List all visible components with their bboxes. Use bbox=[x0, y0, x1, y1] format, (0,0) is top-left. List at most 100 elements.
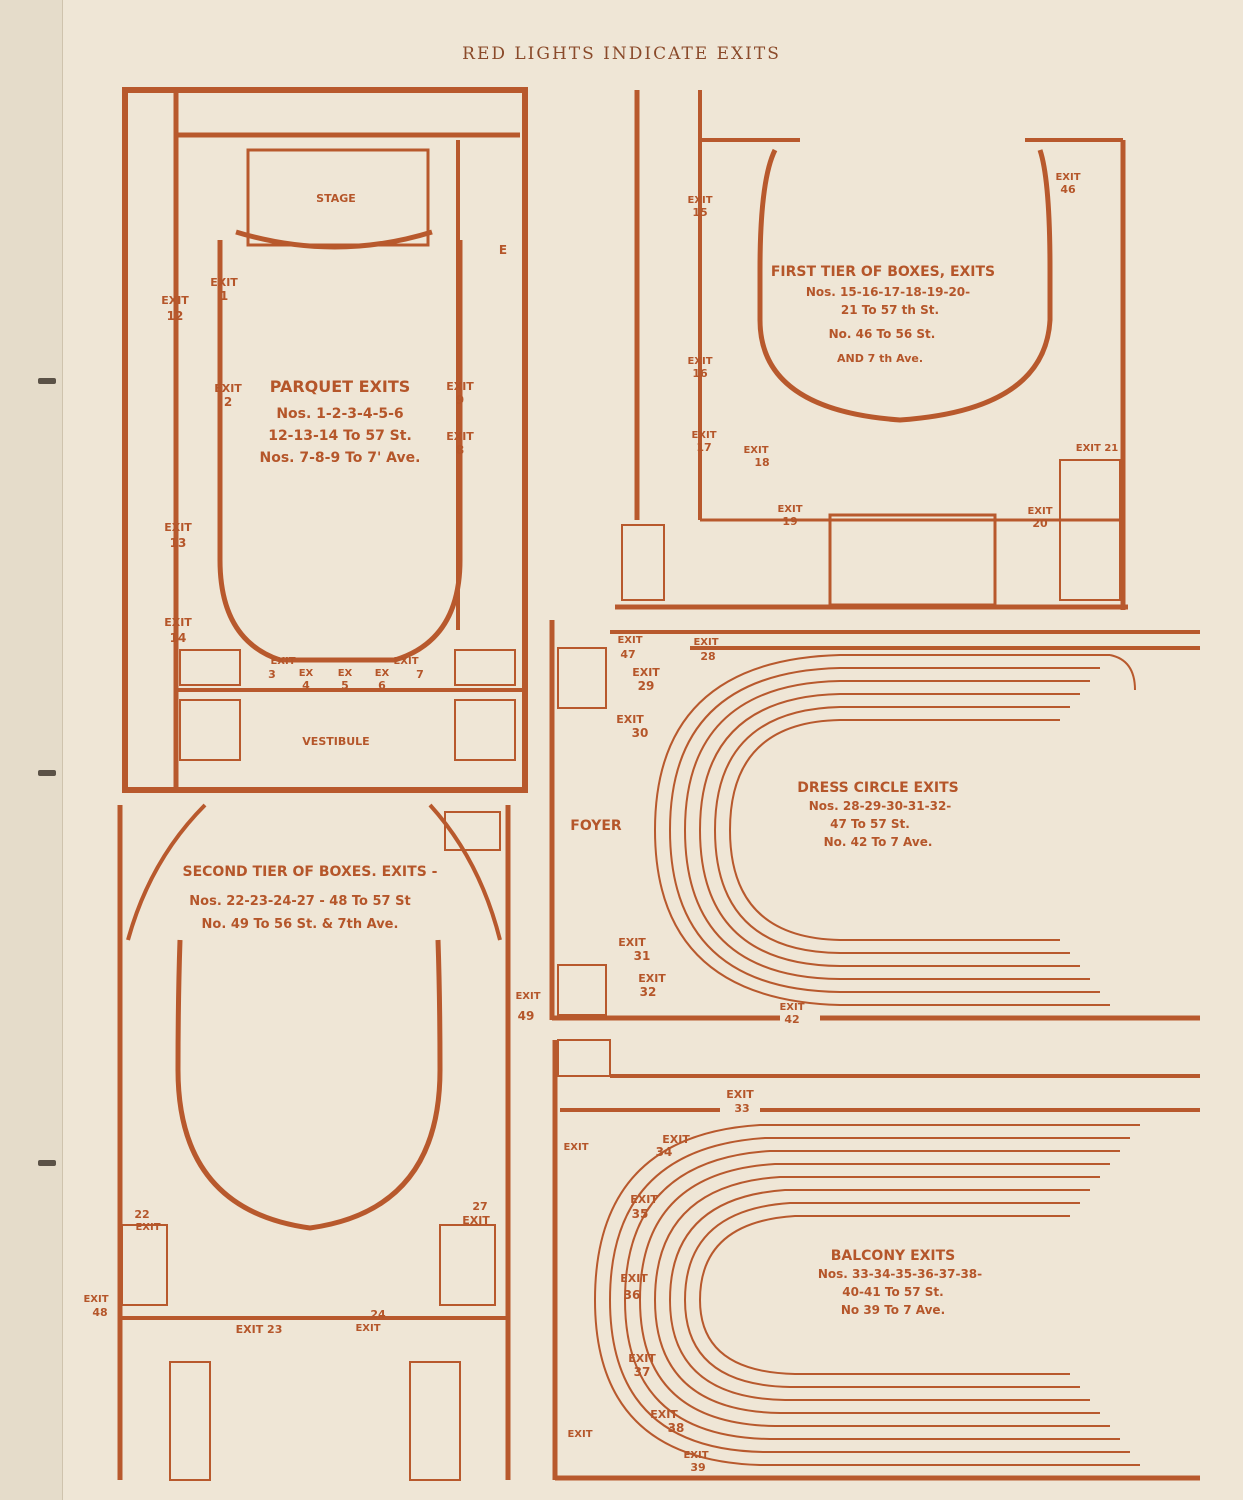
balcony-legend-line: 40-41 To 57 St. bbox=[842, 1285, 943, 1299]
exit-number: 6 bbox=[378, 679, 386, 692]
exit-number: 20 bbox=[1032, 517, 1048, 530]
exit-label: EXIT bbox=[683, 1450, 708, 1461]
balcony-tier-line bbox=[608, 1137, 1130, 1453]
exit-number: 5 bbox=[341, 679, 349, 692]
exit-label: EXIT bbox=[446, 380, 474, 393]
stair bbox=[557, 647, 607, 709]
dress-circle-tier-line bbox=[683, 680, 1090, 980]
balcony-legend-line: No 39 To 7 Ave. bbox=[841, 1303, 945, 1317]
exit-label: EXIT bbox=[616, 713, 644, 726]
stair bbox=[557, 964, 607, 1016]
exit-label: EXIT bbox=[693, 637, 718, 648]
exit-label: EXIT bbox=[620, 1272, 648, 1285]
exit-label: EXIT 21 bbox=[1076, 443, 1119, 454]
exit-number: 49 bbox=[518, 1009, 535, 1023]
vestibule-label: VESTIBULE bbox=[302, 735, 369, 748]
stair bbox=[1059, 459, 1121, 601]
exit-number: 15 bbox=[692, 206, 707, 219]
exit-label: EX bbox=[375, 668, 390, 679]
exit-label: EXIT bbox=[617, 635, 642, 646]
exit-label: EXIT bbox=[1027, 506, 1052, 517]
exit-number: 18 bbox=[754, 456, 769, 469]
exit-label: EXIT bbox=[462, 1214, 490, 1227]
stair bbox=[621, 524, 665, 601]
exit-number: 16 bbox=[692, 367, 708, 380]
exit-number: 1 bbox=[220, 289, 228, 303]
exit-number: 37 bbox=[634, 1365, 651, 1379]
second-tier-legend-line: No. 49 To 56 St. & 7th Ave. bbox=[202, 917, 399, 932]
balcony-tier-line bbox=[683, 1202, 1080, 1388]
exit-number: 46 bbox=[1060, 183, 1076, 196]
exit-number: 33 bbox=[734, 1102, 749, 1115]
exit-number: 4 bbox=[302, 679, 310, 692]
exit-number: 32 bbox=[640, 985, 657, 999]
balcony-tier-line bbox=[593, 1124, 1140, 1466]
dress-circle-legend-title: DRESS CIRCLE EXITS bbox=[797, 780, 958, 796]
exit-label: EXIT bbox=[726, 1088, 754, 1101]
balcony-plan: BALCONY EXITS Nos. 33-34-35-36-37-38- 40… bbox=[552, 1039, 1200, 1481]
exit-number: 39 bbox=[690, 1461, 705, 1474]
second-tier-legend-line: Nos. 22-23-24-27 - 48 To 57 St bbox=[189, 894, 410, 909]
stair bbox=[409, 1361, 461, 1481]
exit-label: EXIT bbox=[567, 1429, 592, 1440]
exit-label: EXIT bbox=[777, 504, 802, 515]
exit-number: 12 bbox=[167, 309, 184, 323]
exit-number: 17 bbox=[696, 441, 711, 454]
exit-label: EXIT bbox=[628, 1352, 656, 1365]
first-tier-foyer-block bbox=[828, 513, 997, 607]
parquet-legend-line: Nos. 1-2-3-4-5-6 bbox=[276, 406, 403, 422]
stair bbox=[439, 1224, 496, 1306]
exit-label: EXIT bbox=[632, 666, 660, 679]
balcony-tier-line bbox=[698, 1215, 1070, 1375]
second-tier-legend-title: SECOND TIER OF BOXES. EXITS - bbox=[183, 864, 438, 880]
exit-label: EXIT bbox=[563, 1142, 588, 1153]
exit-number: 27 bbox=[472, 1200, 487, 1213]
exit-label: EXIT 23 bbox=[236, 1323, 283, 1336]
exit-label: EXIT bbox=[214, 382, 242, 395]
exit-number: 38 bbox=[668, 1421, 685, 1435]
exit-number: 30 bbox=[632, 726, 649, 740]
exit-number: 14 bbox=[170, 631, 187, 645]
stair bbox=[444, 811, 501, 851]
balcony-legend-title: BALCONY EXITS bbox=[831, 1248, 956, 1264]
binding-staple bbox=[38, 378, 56, 384]
exit-number: 29 bbox=[638, 679, 655, 693]
balcony-tier-line bbox=[638, 1163, 1110, 1427]
exit-number: 7 bbox=[416, 668, 424, 681]
exit-number: 34 bbox=[656, 1145, 673, 1159]
second-tier-top-curves bbox=[126, 803, 502, 941]
exit-label: EXIT bbox=[650, 1408, 678, 1421]
parquet-legend-title: PARQUET EXITS bbox=[270, 377, 411, 396]
exit-number: 47 bbox=[620, 648, 635, 661]
exit-label: EXIT bbox=[355, 1323, 380, 1334]
binding-staple bbox=[38, 1160, 56, 1166]
balcony-legend-line: Nos. 33-34-35-36-37-38- bbox=[818, 1267, 982, 1281]
exit-label: EXIT bbox=[1055, 172, 1080, 183]
exit-number: 3 bbox=[268, 668, 276, 681]
exit-label: EXIT bbox=[638, 972, 666, 985]
first-tier-plan: FIRST TIER OF BOXES, EXITS Nos. 15-16-17… bbox=[615, 90, 1128, 610]
exit-label: EX bbox=[299, 668, 314, 679]
exit-label: EXIT bbox=[135, 1222, 160, 1233]
parquet-legend-line: 12-13-14 To 57 St. bbox=[268, 428, 412, 444]
dress-circle-tier-line bbox=[668, 667, 1100, 993]
exit-label: EXIT bbox=[164, 521, 192, 534]
exit-number: 31 bbox=[634, 949, 651, 963]
exit-label: EXIT bbox=[210, 276, 238, 289]
exit-label: EXIT bbox=[630, 1193, 658, 1206]
exit-number: 13 bbox=[170, 536, 187, 550]
first-tier-legend-line: 21 To 57 th St. bbox=[841, 303, 939, 317]
stage-label: STAGE bbox=[316, 192, 356, 205]
e-mark: E bbox=[499, 243, 507, 257]
exit-label: EXIT bbox=[691, 430, 716, 441]
exit-label: EXIT bbox=[83, 1294, 108, 1305]
second-tier-box-curve bbox=[175, 939, 443, 1231]
exit-number: 9 bbox=[456, 393, 464, 407]
exit-label: EXIT bbox=[270, 656, 295, 667]
exit-label: EXIT bbox=[161, 294, 189, 307]
binding-staple bbox=[38, 770, 56, 776]
dress-circle-plan: FOYER DRESS CIRCLE EXITS Nos. 28-29-30-3… bbox=[549, 620, 1200, 1026]
stair bbox=[557, 1039, 611, 1077]
